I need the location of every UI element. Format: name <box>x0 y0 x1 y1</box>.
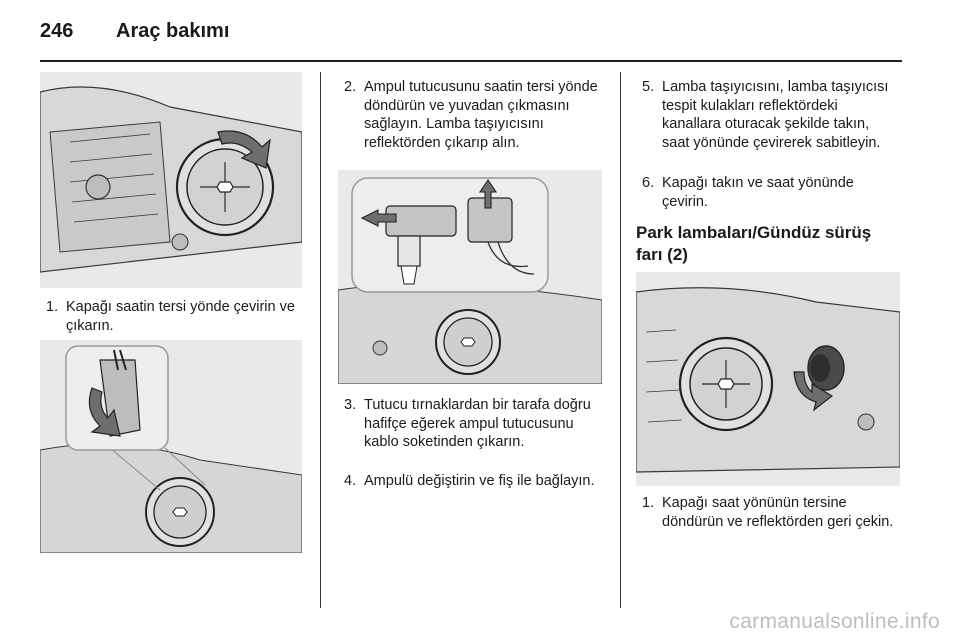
bulb-holder-drawing <box>338 177 602 384</box>
step-text: Kapağı saatin tersi yönde çevirin ve çık… <box>66 299 295 334</box>
step-3: 3. Tutucu tırnaklardan bir tarafa doğru … <box>344 396 604 452</box>
headlamp-cover-drawing <box>40 86 302 273</box>
step-number: 1. <box>642 495 655 511</box>
step-number: 4. <box>344 473 357 489</box>
step-text: Lamba taşıyıcısını, lamba taşıyıcısı tes… <box>662 79 889 151</box>
cover-closeup-drawing <box>40 345 302 553</box>
step-text: Ampul tutucusunu saatin tersi yönde dönd… <box>364 79 598 151</box>
column-divider-2 <box>620 72 621 608</box>
park-lamp-drawing <box>636 287 900 473</box>
illustration-bulb-holder <box>338 170 602 384</box>
header-divider <box>40 60 902 62</box>
step-text: Ampulü değiştirin ve fiş ile bağlayın. <box>364 473 595 489</box>
step-b1: 1. Kapağı saat yönünün tersine döndürün … <box>642 494 900 531</box>
rotate-ccw-arrow-icon <box>217 130 271 169</box>
watermark: carmanualsonline.info <box>729 610 940 633</box>
page-number: 246 <box>40 20 74 42</box>
step-5: 5. Lamba taşıyıcısını, lamba taşıyıcısı … <box>642 78 900 152</box>
step-number: 3. <box>344 397 357 413</box>
step-number: 5. <box>642 79 655 95</box>
pull-out-arrow-icon <box>478 179 498 209</box>
step-number: 6. <box>642 175 655 191</box>
step-text: Tutucu tırnaklardan bir tarafa doğru haf… <box>364 397 591 450</box>
step-4: 4. Ampulü değiştirin ve fiş ile bağlayın… <box>344 472 604 491</box>
step-1: 1. Kapağı saatin tersi yönde çevirin ve … <box>46 298 304 335</box>
rotate-ccw-arrow-icon <box>88 387 121 437</box>
rotate-cw-arrow-icon <box>793 371 834 412</box>
step-number: 2. <box>344 79 357 95</box>
illustration-cover-removal <box>40 72 302 288</box>
page-title: Araç bakımı <box>116 20 230 42</box>
step-6: 6. Kapağı takın ve saat yönünde çevirin. <box>642 174 900 211</box>
illustration-park-lamp <box>636 272 900 486</box>
step-text: Kapağı takın ve saat yönünde çevirin. <box>662 175 854 210</box>
illustration-cover-closeup <box>40 340 302 553</box>
step-2: 2. Ampul tutucusunu saatin tersi yönde d… <box>344 78 604 152</box>
section-heading: Park lambaları/Gündüz sürüş farı (2) <box>636 223 872 264</box>
column-divider-1 <box>320 72 321 608</box>
step-number: 1. <box>46 299 59 315</box>
step-text: Kapağı saat yönünün tersine döndürün ve … <box>662 495 894 530</box>
page-header: 246 Araç bakımı <box>40 12 902 52</box>
pull-out-arrow-icon <box>360 209 397 227</box>
